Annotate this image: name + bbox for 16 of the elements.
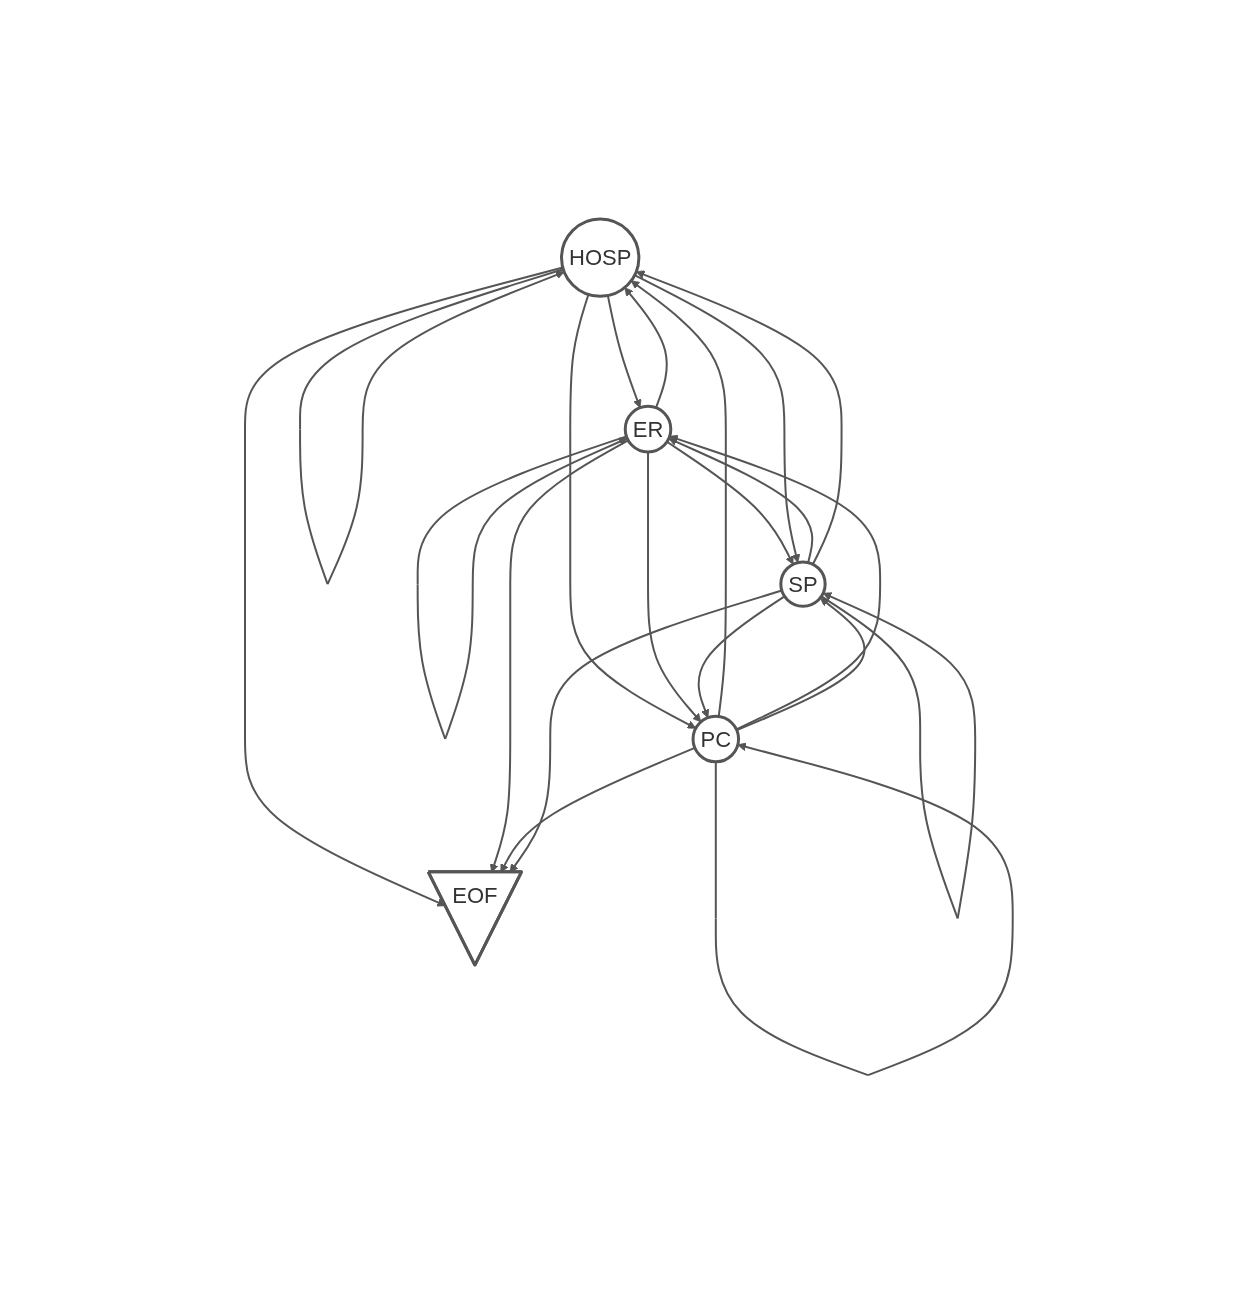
- arrow: [714, 742, 1014, 1076]
- arrow: [244, 266, 564, 907]
- arrow: [633, 274, 801, 563]
- arrow: [569, 293, 697, 729]
- node-circle: HOSP: [560, 217, 641, 298]
- arrow: [668, 437, 814, 564]
- node-circle: ER: [623, 404, 673, 454]
- arrow: [299, 268, 565, 585]
- arrow: [666, 440, 794, 565]
- arrow: [416, 435, 628, 740]
- node-circle: PC: [691, 714, 741, 764]
- arrow: [669, 434, 882, 731]
- arrow: [697, 595, 786, 718]
- node-circle: SP: [779, 560, 827, 608]
- arrow: [636, 270, 843, 566]
- arrow: [820, 592, 977, 920]
